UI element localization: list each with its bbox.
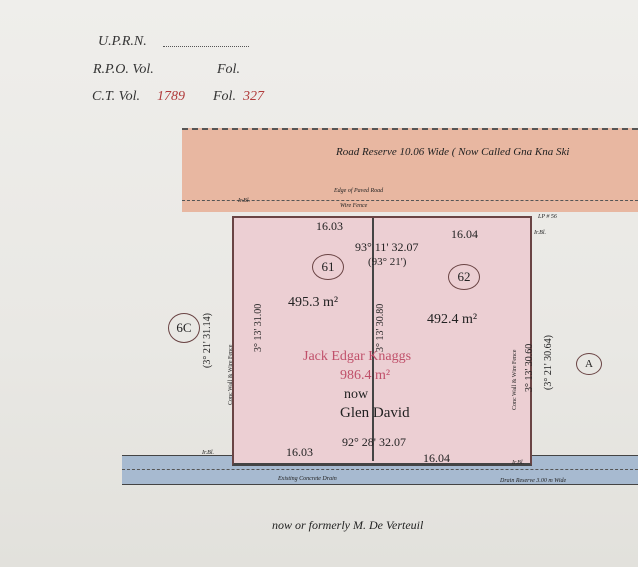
right-outer-bearing: (3° 21' 30.64) [543,335,554,390]
footer-note: now or formerly M. De Verteuil [272,518,424,532]
lot-parcel [232,216,532,466]
drain-reserve [122,455,638,485]
drain-left-label: Existing Concrete Drain [278,476,337,482]
neighbour-right-id: A [585,358,593,370]
neighbour-left-circle: 6C [168,313,200,343]
uprn-label: U.P.R.N. [98,34,147,49]
lot1-id: 61 [321,259,335,274]
owner-new-name: Glen David [340,405,410,421]
drain-right-label: Drain Reserve 3.00 m Wide [500,478,567,484]
top-left-dimension: 16.03 [316,219,343,233]
neighbour-right-circle: A [576,353,602,375]
road-edge-line [182,200,638,201]
rpo-fol-label: Fol. [217,62,240,77]
road-reserve [182,128,638,212]
bottom-left-dimension: 16.03 [286,445,313,459]
bottom-right-dimension: 16.04 [423,451,450,465]
left-outer-bearing: (3° 21' 31.14) [202,313,213,368]
lp-label: LP # 56 [538,214,557,220]
ct-vol-value: 1789 [157,89,185,104]
left-fence-label: Conc Wall & Wire Fence [228,344,234,405]
wire-fence-label: Wire Fence [340,203,368,209]
top-bearing-alt: (93° 21') [368,256,407,268]
road-label: Road Reserve 10.06 Wide ( Now Called Gna… [336,146,570,158]
right-fence-label: Conc Wall & Wire Fence [512,349,518,410]
rpo-vol-label: R.P.O. Vol. [93,62,154,77]
lot2-area: 492.4 m² [427,312,478,327]
ct-fol-label: Fol. [213,89,236,104]
bottom-bearing: 92° 28' 32.07 [342,435,406,449]
owner-area: 986.4 m² [340,368,391,383]
lot2-id: 62 [457,269,471,284]
ct-vol-label: C.T. Vol. [92,89,140,104]
top-right-dimension: 16.04 [451,227,478,241]
right-bearing: 3° 13' 30.60 [524,343,535,392]
neighbour-left-id: 6C [176,320,192,335]
lot-division-line [372,218,374,461]
lot1-area: 495.3 m² [288,295,339,310]
left-bearing: 3° 13' 31.00 [253,303,264,352]
ir-label-bottom-left: Ir.Bl. [202,450,214,456]
road-edge-label: Edge of Paved Road [334,188,384,194]
lot2-id-circle: 62 [448,264,480,290]
ir-label-bottom-right: Ir.Bl. [512,460,524,466]
drain-centre-line [122,469,638,470]
owner-now-label: now [344,387,369,402]
top-bearing: 93° 11' 32.07 [355,240,419,254]
ct-fol-value: 327 [243,89,264,104]
lot1-id-circle: 61 [312,254,344,280]
uprn-blank [163,46,249,47]
center-bearing: 3° 13' 30.80 [375,303,386,352]
owner-name: Jack Edgar Knaggs [303,349,412,364]
ir-label-top-left: Ir.Bl. [238,198,250,204]
ir-label-top-right: Ir.Bl. [534,230,546,236]
